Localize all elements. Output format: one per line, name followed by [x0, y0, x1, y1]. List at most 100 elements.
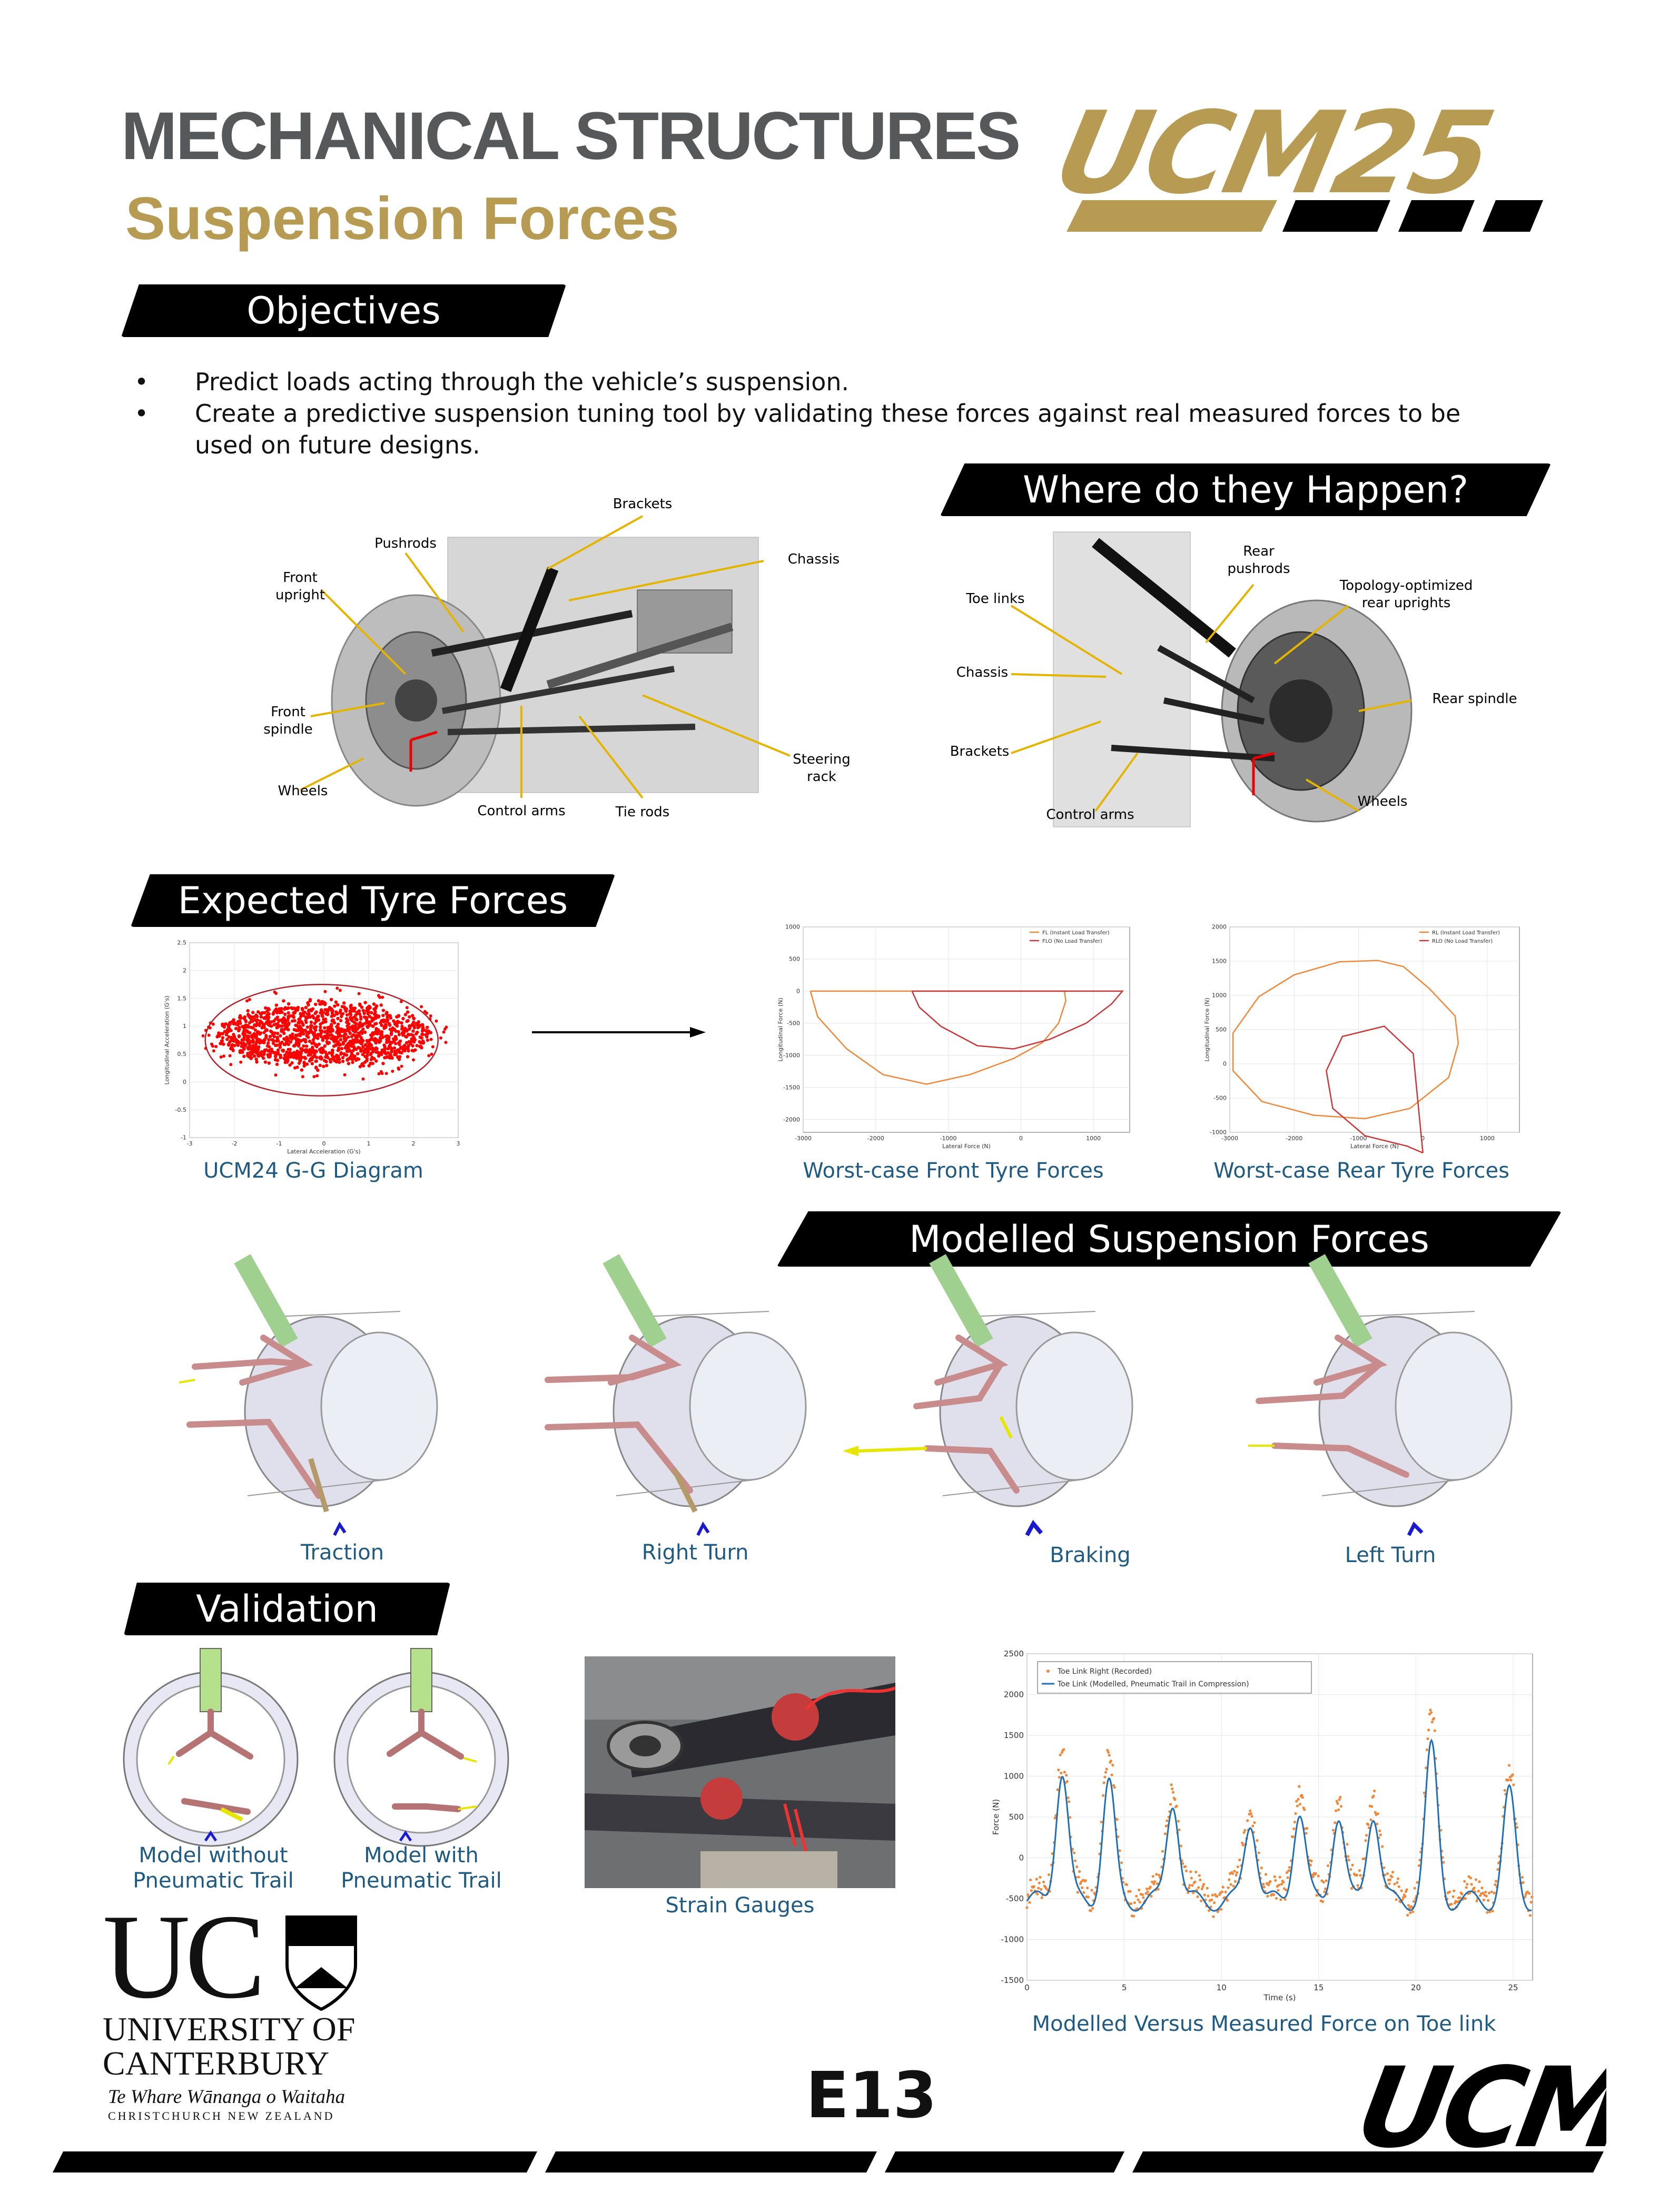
scatter-point — [411, 1044, 414, 1048]
scatter-point — [328, 1058, 332, 1062]
y-tick-label: -0.5 — [175, 1107, 186, 1113]
svg-text:Wheels: Wheels — [278, 783, 328, 799]
scatter-point — [1220, 1890, 1224, 1893]
right-turn-caption: Right Turn — [641, 1540, 749, 1565]
scatter-point — [1484, 1890, 1487, 1894]
scatter-point — [228, 1054, 232, 1058]
scatter-point — [270, 1050, 274, 1053]
scatter-point — [353, 1006, 357, 1010]
scatter-point — [282, 1037, 286, 1041]
scatter-point — [381, 1035, 385, 1039]
scatter-point — [1200, 1887, 1203, 1891]
scatter-point — [1298, 1785, 1301, 1788]
footer-stripes — [53, 2151, 1604, 2172]
scatter-point — [1103, 1775, 1107, 1779]
scatter-point — [1117, 1835, 1120, 1839]
scatter-point — [245, 1038, 249, 1042]
scatter-point — [1047, 1873, 1051, 1877]
scatter-point — [381, 1018, 386, 1022]
scatter-point — [253, 1028, 258, 1032]
scatter-point — [1163, 1832, 1167, 1835]
scatter-point — [307, 1053, 310, 1057]
scatter-point — [397, 1066, 400, 1070]
scatter-point — [1297, 1798, 1300, 1801]
scatter-point — [363, 1043, 368, 1046]
scatter-point — [376, 1038, 379, 1042]
scatter-point — [1509, 1779, 1513, 1782]
scatter-point — [358, 1021, 362, 1024]
scatter-point — [351, 1049, 355, 1053]
scatter-point — [372, 1002, 376, 1006]
scatter-point — [373, 1022, 377, 1026]
scatter-point — [280, 1029, 283, 1033]
scatter-point — [299, 1014, 303, 1019]
scatter-point — [251, 1026, 255, 1030]
scatter-point — [1273, 1875, 1276, 1878]
scatter-point — [1409, 1911, 1412, 1914]
legend-entry: FL (Instant Load Transfer) — [1042, 930, 1110, 936]
ucm25-logo: UCM25 — [1053, 103, 1543, 232]
scatter-point — [1073, 1851, 1076, 1854]
scatter-point — [1262, 1882, 1265, 1886]
scatter-point — [1236, 1865, 1240, 1869]
scatter-point — [1325, 1879, 1328, 1882]
scatter-point — [1075, 1865, 1079, 1869]
scatter-point — [229, 1063, 233, 1066]
scatter-point — [1379, 1833, 1382, 1836]
modelled-banner: Modelled Suspension Forces — [777, 1211, 1562, 1267]
objectives-banner: Objectives — [121, 284, 566, 337]
model-with-caption-1: Model with — [364, 1843, 479, 1868]
scatter-point — [282, 1043, 286, 1046]
scatter-point — [1062, 1748, 1065, 1751]
scatter-point — [287, 1002, 291, 1006]
scatter-point — [339, 1009, 342, 1012]
scatter-point — [1279, 1898, 1282, 1901]
plot-area — [803, 926, 1130, 1133]
scatter-point — [272, 1019, 276, 1023]
scatter-point — [1087, 1895, 1090, 1899]
scatter-point — [300, 1020, 303, 1024]
scatter-point — [1453, 1889, 1456, 1892]
scatter-point — [365, 1059, 369, 1063]
scatter-point — [1212, 1915, 1215, 1918]
scatter-point — [390, 1040, 394, 1044]
scatter-point — [279, 1053, 282, 1058]
x-tick-label: -1000 — [1350, 1135, 1367, 1142]
scatter-point — [1364, 1839, 1367, 1842]
scatter-point — [261, 1040, 264, 1044]
scatter-point — [246, 1009, 250, 1013]
scatter-point — [290, 1053, 294, 1058]
scatter-point — [332, 1021, 337, 1025]
scatter-point — [399, 1045, 403, 1049]
scatter-point — [1025, 1906, 1029, 1909]
scatter-point — [275, 1062, 279, 1066]
scatter-point — [1233, 1870, 1236, 1873]
scatter-point — [418, 1044, 422, 1049]
scatter-point — [331, 1051, 334, 1055]
scatter-point — [1233, 1880, 1237, 1883]
scatter-point — [271, 1033, 275, 1037]
where-banner: Where do they Happen? — [940, 463, 1551, 516]
scatter-point — [256, 1031, 260, 1035]
model-without-trail — [123, 1648, 299, 1847]
scatter-point — [354, 1016, 358, 1021]
scatter-point — [242, 1054, 246, 1059]
scatter-point — [345, 1013, 349, 1017]
scatter-point — [239, 1041, 243, 1045]
scatter-point — [1346, 1843, 1349, 1846]
scatter-point — [307, 1009, 311, 1013]
scatter-point — [1405, 1888, 1408, 1891]
validation-heading: Validation — [196, 1587, 378, 1631]
scatter-point — [1210, 1898, 1213, 1901]
scatter-point — [1286, 1876, 1289, 1879]
scatter-point — [1433, 1717, 1436, 1720]
scatter-point — [1300, 1794, 1303, 1797]
scatter-point — [259, 1012, 262, 1015]
scatter-point — [295, 1065, 299, 1069]
scatter-point — [296, 1033, 300, 1037]
y-tick-label: 1 — [183, 1023, 186, 1030]
scatter-point — [1068, 1816, 1072, 1819]
scatter-point — [1314, 1872, 1317, 1875]
scatter-point — [366, 1040, 370, 1044]
